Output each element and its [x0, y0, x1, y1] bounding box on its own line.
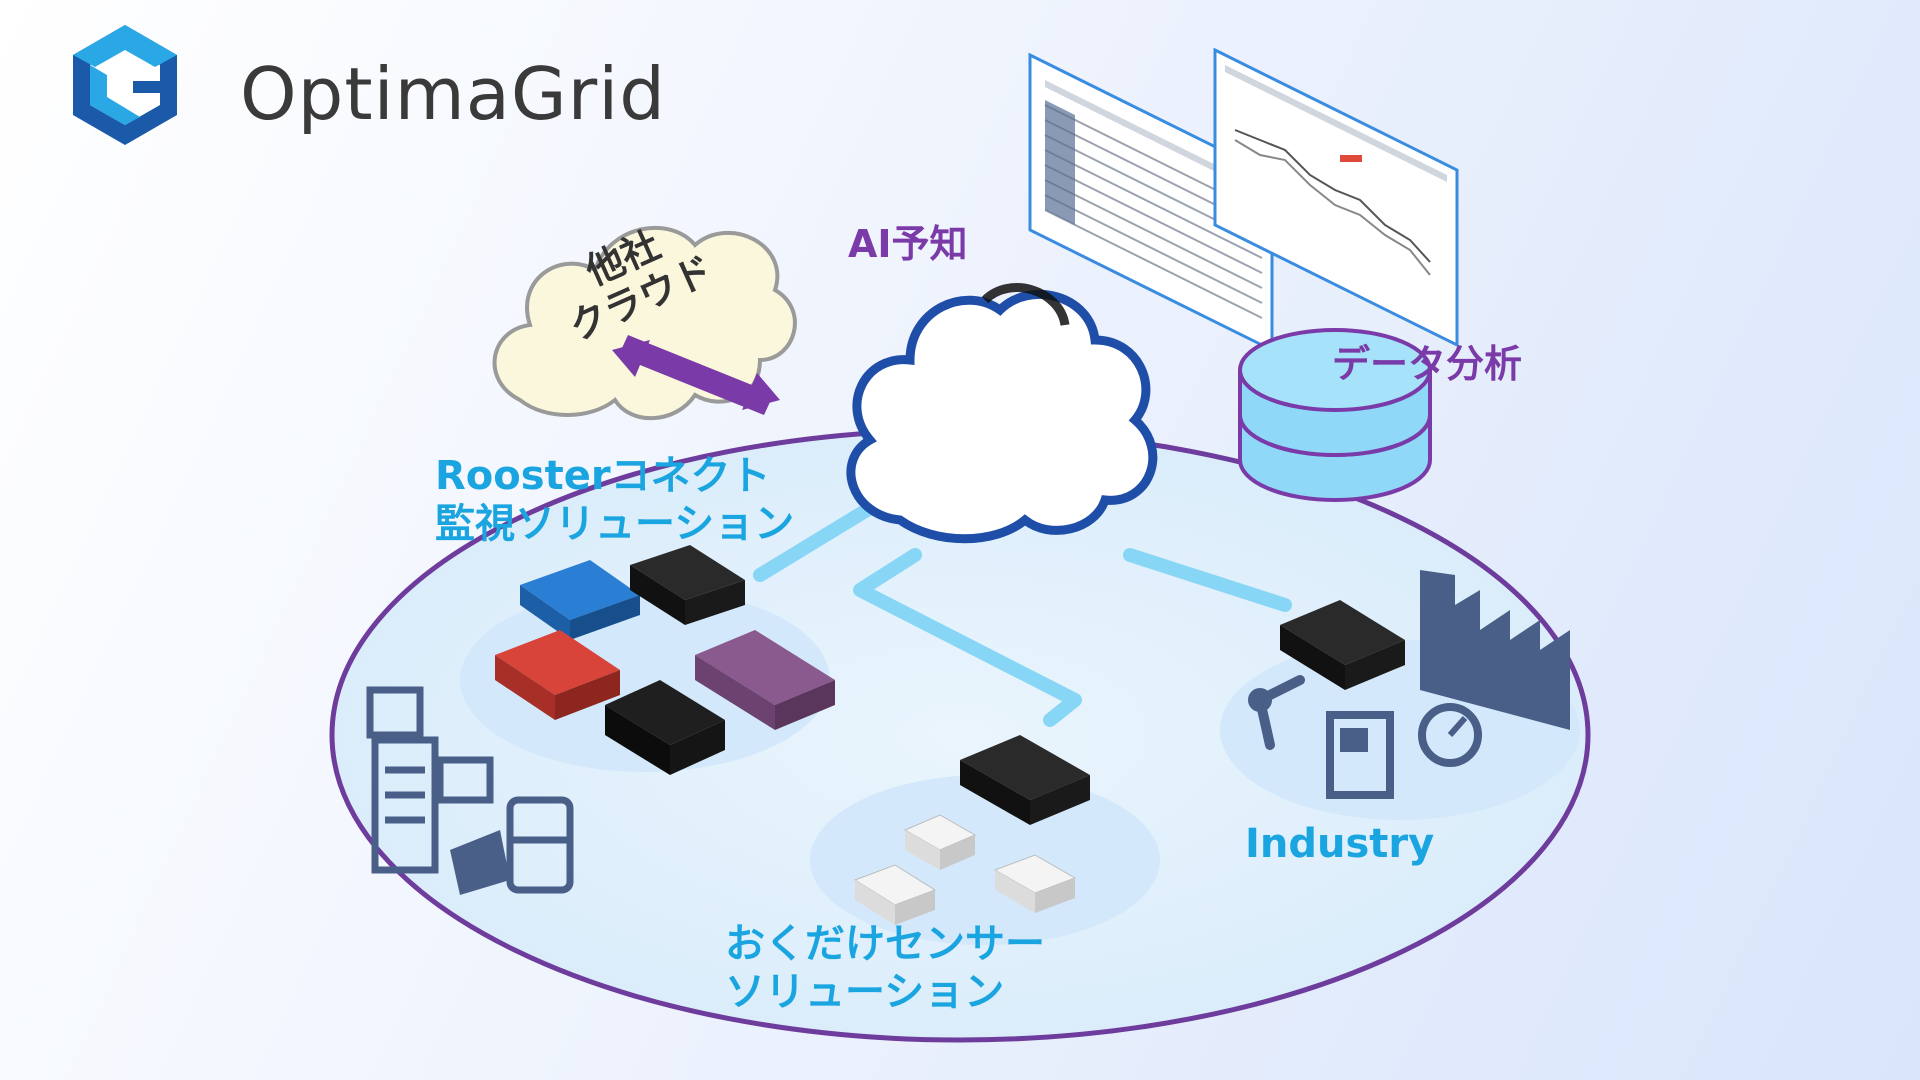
camera-icon	[450, 830, 510, 895]
device-sensor-gateway	[960, 735, 1090, 825]
dashboard-chart-panel	[1213, 47, 1459, 348]
industry-label: Industry	[1245, 821, 1435, 867]
sensor-solution-label-line1: おくだけセンサー	[725, 921, 1045, 967]
sensor-solution-label-line2: ソリューション	[725, 969, 1005, 1015]
brand-name: OptimaGrid	[240, 52, 666, 136]
kiosk-icon	[436, 756, 494, 804]
pos-terminal-icon	[366, 686, 424, 739]
sensor-device-2	[853, 864, 937, 925]
connector-industry	[1123, 548, 1292, 612]
device-black-router-top	[630, 545, 745, 625]
control-panel-icon	[1326, 711, 1394, 799]
connector-sensor	[853, 548, 1082, 727]
connector-rooster	[753, 495, 887, 582]
vending-machine-icon	[371, 736, 439, 874]
device-industry-gateway	[1280, 600, 1405, 690]
factory-icon	[1420, 570, 1570, 730]
data-analysis-label: データ分析	[1332, 342, 1523, 386]
ai-prediction-label: AI予知	[848, 222, 968, 266]
database-icon	[1238, 328, 1432, 502]
device-blue-router	[520, 560, 640, 640]
sensor-solution-label: おくだけセンサー ソリューション	[725, 920, 1045, 1016]
ai-cloud-icon	[846, 283, 1158, 544]
rooster-solution-label-line2: 監視ソリューション	[435, 501, 795, 547]
sync-arrows-icon	[612, 335, 780, 415]
device-purple-router	[695, 630, 835, 730]
optimagrid-logo-icon	[73, 25, 177, 145]
dashboard-table-panel	[1028, 52, 1274, 353]
robot-arm-icon	[1248, 675, 1305, 750]
sensor-device-3	[993, 854, 1077, 913]
bus-icon	[506, 796, 574, 894]
rooster-solution-label: Roosterコネクト 監視ソリューション	[435, 452, 794, 548]
external-cloud-icon	[492, 225, 797, 421]
rooster-solution-label-line1: Roosterコネクト	[435, 453, 771, 499]
sensor-device-1	[903, 814, 977, 870]
gauge-icon	[1418, 703, 1482, 767]
device-black-router-st	[605, 680, 725, 775]
device-red-router	[495, 630, 620, 720]
